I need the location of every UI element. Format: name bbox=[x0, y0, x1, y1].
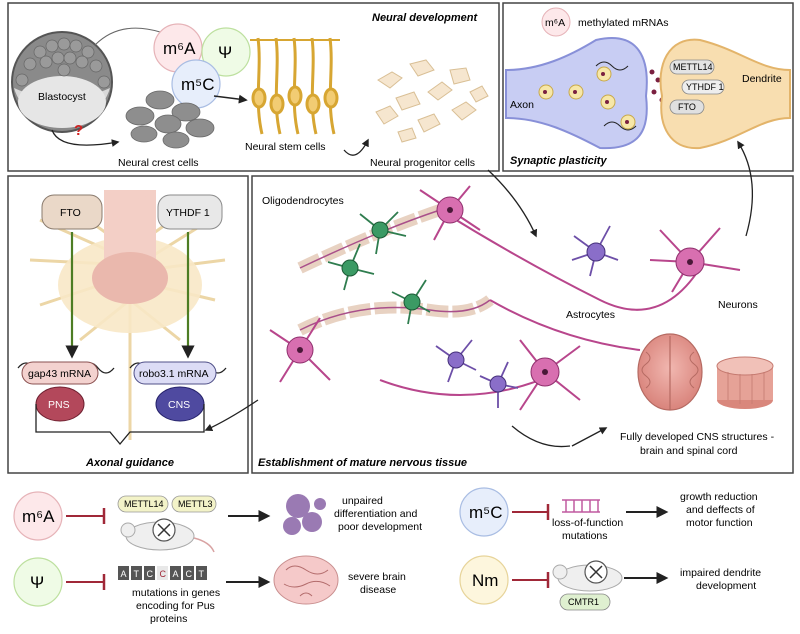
nm-result-1: impaired dendrite bbox=[680, 567, 761, 579]
dna-base-box bbox=[196, 566, 207, 580]
ythdf1-label: YTHDF 1 bbox=[166, 207, 210, 219]
mouse-icon bbox=[120, 518, 215, 553]
nm-mark: Nm bbox=[472, 571, 498, 590]
panel-title: Establishment of mature nervous tissue bbox=[258, 457, 467, 469]
fto-label: FTO bbox=[678, 102, 696, 112]
cmtr1-label: CMTR1 bbox=[568, 597, 599, 607]
arrow bbox=[204, 399, 259, 431]
mettl3-label: METTL3 bbox=[178, 499, 213, 509]
psi-result-2: disease bbox=[360, 584, 396, 596]
question-mark: ? bbox=[74, 122, 83, 139]
m5c-caption-1: loss-of-function bbox=[552, 517, 623, 529]
gap43-label: gap43 mRNA bbox=[28, 368, 91, 380]
neural-development-panel: Neural development Blastocyst ? m⁶A bbox=[7, 2, 500, 172]
dna-base-box bbox=[131, 566, 142, 580]
neurons-label: Neurons bbox=[718, 299, 758, 311]
cns-line2: brain and spinal cord bbox=[640, 445, 738, 457]
dna-base-box bbox=[157, 566, 168, 580]
astrocytes-label: Astrocytes bbox=[566, 309, 615, 321]
poor-development-icon bbox=[283, 494, 326, 535]
psi-caption-2: encoding for Pus bbox=[136, 600, 215, 612]
m5c-circle: m⁵C bbox=[171, 59, 221, 109]
fto-label: FTO bbox=[60, 207, 81, 219]
robo-label: robo3.1 mRNA bbox=[139, 368, 208, 380]
m6a-effect-row: m⁶A METTL14 METTL3 unpaired differentiat… bbox=[13, 491, 422, 553]
svg-text:m⁶A: m⁶A bbox=[163, 39, 196, 58]
m6a-mark: m⁶A bbox=[22, 507, 55, 526]
m6a-result-1: unpaired bbox=[342, 495, 383, 507]
psi-circle: Ψ bbox=[201, 27, 251, 77]
cns-label: CNS bbox=[168, 399, 190, 411]
brain-section-icon bbox=[273, 555, 339, 605]
dna-base-box bbox=[170, 566, 181, 580]
astrocyte-cells bbox=[435, 225, 619, 408]
m5c-result-3: motor function bbox=[686, 517, 753, 529]
m5c-result-2: and deffects of bbox=[686, 504, 755, 516]
dna-base-letter: C bbox=[160, 569, 167, 579]
neural-progenitor-cells bbox=[375, 59, 489, 143]
arrow bbox=[213, 94, 248, 104]
neuron-cells bbox=[269, 185, 741, 411]
panel-title: Axonal guidance bbox=[85, 457, 174, 469]
psi-mark: Ψ bbox=[30, 573, 44, 592]
dna-base-letter: A bbox=[121, 569, 127, 579]
dna-mutation-icon bbox=[562, 499, 600, 513]
dna-base-box bbox=[144, 566, 155, 580]
arrow bbox=[343, 138, 369, 156]
m5c-result-1: growth reduction bbox=[680, 491, 758, 503]
cns-line1: Fully developed CNS structures - bbox=[620, 431, 775, 443]
m5c-caption-2: mutations bbox=[562, 530, 608, 542]
dna-base-letter: T bbox=[134, 569, 140, 579]
m5c-mark: m⁵C bbox=[469, 503, 503, 522]
nm-result-2: development bbox=[696, 580, 756, 592]
mouse-icon bbox=[552, 560, 623, 592]
m6a-result-3: poor development bbox=[338, 521, 422, 533]
ythdf1-label: YTHDF 1 bbox=[686, 82, 724, 92]
blastocyst-label: Blastocyst bbox=[38, 91, 86, 103]
m5c-effect-row: m⁵C loss-of-function mutations growth re… bbox=[459, 487, 758, 542]
dna-base-letter: T bbox=[199, 569, 205, 579]
dna-base-letter: C bbox=[147, 569, 154, 579]
psi-caption-3: proteins bbox=[150, 613, 187, 625]
neural-progenitor-label: Neural progenitor cells bbox=[370, 157, 475, 169]
arrow bbox=[51, 129, 120, 147]
neural-stem-label: Neural stem cells bbox=[245, 141, 326, 153]
dna-base-box bbox=[118, 566, 129, 580]
axonal-guidance-panel: FTO YTHDF 1 gap43 mRNA robo3.1 mRNA PNS … bbox=[7, 175, 249, 474]
mettl14-label: METTL14 bbox=[673, 62, 713, 72]
oligodendrocytes-label: Oligodendrocytes bbox=[262, 195, 344, 207]
neural-stem-cells bbox=[250, 37, 340, 135]
psi-caption-1: mutations in genes bbox=[132, 587, 220, 599]
neural-crest-label: Neural crest cells bbox=[118, 157, 199, 169]
pns-label: PNS bbox=[48, 399, 70, 411]
oligodendrocyte-cells bbox=[327, 211, 431, 325]
arrow bbox=[487, 169, 538, 238]
mature-tissue-panel: Oligodendrocytes Astrocytes Neurons bbox=[251, 175, 794, 474]
arrow bbox=[737, 140, 753, 237]
mettl14-label: METTL14 bbox=[124, 499, 164, 509]
dna-base-letter: A bbox=[173, 569, 179, 579]
brain-icon bbox=[637, 333, 703, 411]
spinal-cord-icon bbox=[716, 356, 774, 409]
dendrite-label: Dendrite bbox=[742, 73, 782, 85]
svg-text:m⁵C: m⁵C bbox=[181, 75, 215, 94]
neural-crest-cells bbox=[125, 90, 215, 149]
m6a-mark: m⁶A bbox=[545, 17, 565, 29]
svg-text:Ψ: Ψ bbox=[218, 43, 232, 62]
blastocyst bbox=[11, 31, 113, 133]
m6a-result-2: differentiation and bbox=[334, 508, 417, 520]
synaptic-plasticity-panel: m⁶A methylated mRNAs Axon Dendrite METTL… bbox=[502, 2, 794, 172]
nm-effect-row: Nm CMTR1 impaired dendrite development bbox=[459, 555, 761, 611]
panel-title: Neural development bbox=[372, 12, 478, 24]
methylated-label: methylated mRNAs bbox=[578, 17, 668, 29]
dna-base-box bbox=[183, 566, 194, 580]
psi-result-1: severe brain bbox=[348, 571, 406, 583]
axon-label: Axon bbox=[510, 99, 534, 111]
dna-base-letter: C bbox=[186, 569, 193, 579]
panel-title: Synaptic plasticity bbox=[510, 155, 607, 167]
